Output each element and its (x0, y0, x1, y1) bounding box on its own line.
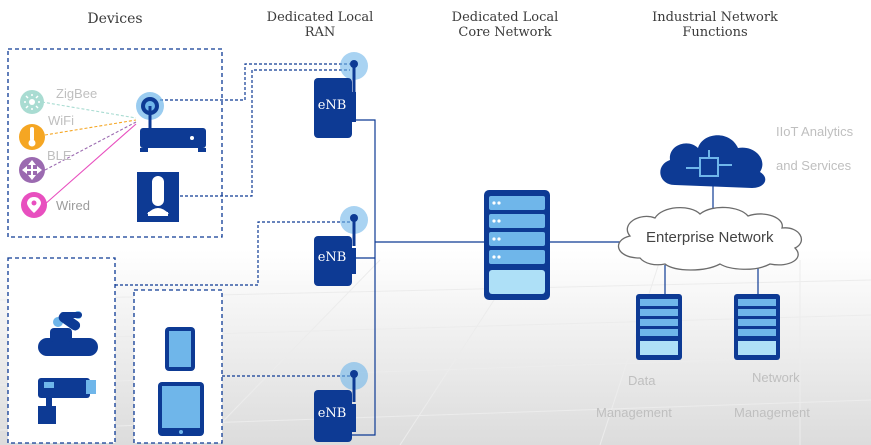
wired-location-icon (21, 192, 47, 218)
data-management-server-icon (636, 294, 682, 360)
enb-2-label: eNB (317, 250, 347, 265)
smartphone-icon (165, 327, 195, 371)
iiot-label-line2: and Services (776, 158, 852, 173)
core-header-line1: Dedicated Local (451, 10, 559, 25)
enterprise-network-cloud (618, 206, 802, 271)
ran-header-line1: Dedicated Local (266, 10, 374, 25)
iiot-label-line1: IIoT Analytics (776, 124, 854, 139)
net-mgmt-line2: Management (734, 405, 810, 420)
gateway-router-icon (136, 92, 206, 152)
ble-label: BLE (47, 148, 72, 163)
sensor-links (41, 101, 137, 171)
wired-label: Wired (56, 198, 90, 213)
ble-sensor-icon (19, 157, 45, 183)
zigbee-label: ZigBee (56, 86, 98, 101)
enb-3-icon (314, 362, 368, 442)
zigbee-sensor-icon (20, 90, 44, 114)
device-links (115, 63, 352, 377)
wifi-thermometer-icon (19, 124, 45, 150)
net-mgmt-line1: Network (752, 370, 800, 385)
data-mgmt-line2: Management (596, 405, 672, 420)
tablet-icon (158, 382, 204, 436)
iiot-cloud-icon (660, 135, 766, 188)
network-management-server-icon (734, 294, 780, 360)
wifi-label: WiFi (48, 113, 74, 128)
enb-1-icon (314, 52, 368, 138)
enterprise-network-label: Enterprise Network (646, 229, 774, 246)
enb-2-icon (314, 206, 368, 286)
core-header-line2: Core Network (458, 25, 552, 40)
core-server-icon (484, 190, 550, 300)
inf-header-line2: Functions (682, 25, 748, 40)
enb-3-label: eNB (317, 406, 347, 421)
wired-link (43, 123, 137, 206)
data-mgmt-line1: Data (628, 373, 656, 388)
ran-header-line2: RAN (304, 25, 336, 40)
robot-arm-icon (38, 311, 98, 356)
devices-header: Devices (87, 11, 143, 27)
security-camera-icon (38, 378, 96, 424)
inf-header-line1: Industrial Network (652, 10, 778, 25)
industrial-sensor-icon (137, 172, 179, 222)
enb-1-label: eNB (317, 98, 347, 113)
